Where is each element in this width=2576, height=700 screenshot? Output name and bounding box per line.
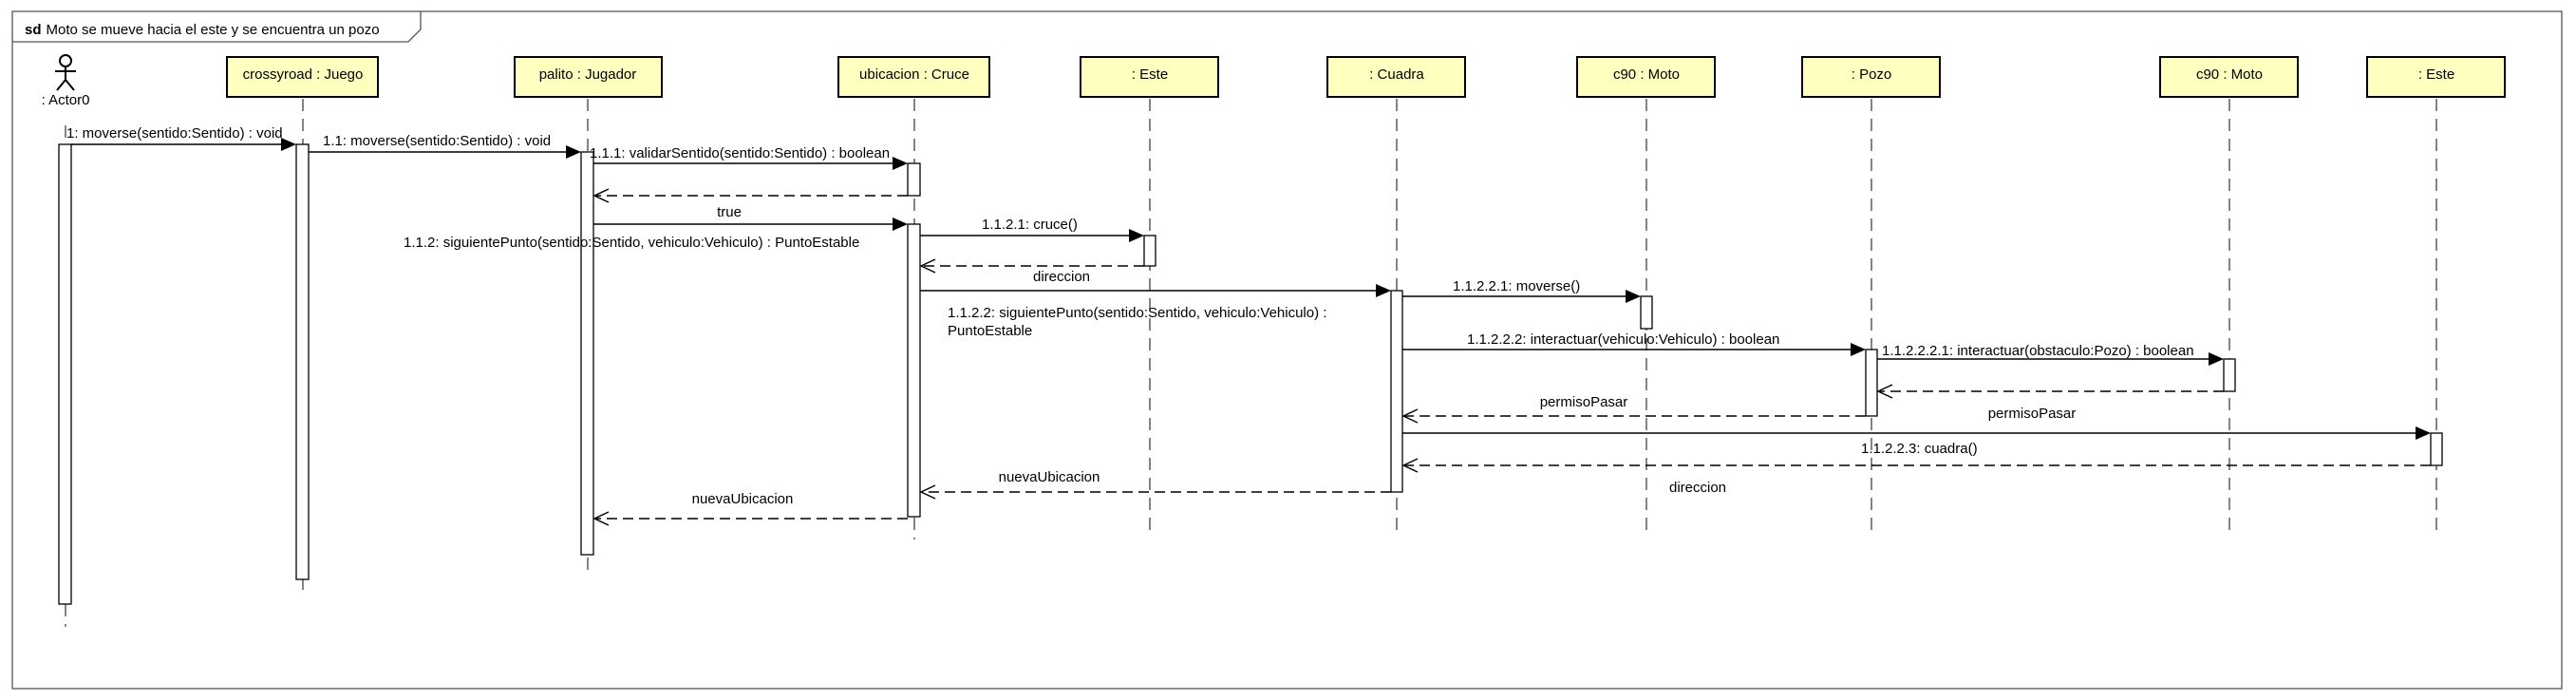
- participant-heads: : Actor0 crossyroad : Juego palito : Jug…: [42, 54, 2506, 108]
- participant-palito: [514, 56, 663, 98]
- arrowhead-6: [1129, 229, 1144, 242]
- arrowhead-1: [281, 138, 296, 151]
- message-label-9: 1.1.2.2.1: moverse(): [1453, 278, 1580, 294]
- return-label-4: true: [717, 204, 742, 220]
- return-arrowhead-15: [1401, 458, 1419, 473]
- participant-moto2-label: c90 : Moto: [2196, 66, 2263, 83]
- actor-figure-icon: [55, 54, 76, 91]
- return-arrowhead-4: [592, 188, 610, 203]
- messages: 1: moverse(sentido:Sentido) : void 1.1: …: [66, 125, 2431, 526]
- return-label-17: nuevaUbicacion: [692, 491, 794, 507]
- activation-crossyroad: [295, 143, 310, 580]
- participant-este1: [1080, 56, 1219, 98]
- message-label-6: 1.1.2.1: cruce(): [982, 217, 1078, 233]
- activation-este2: [2430, 432, 2443, 466]
- message-label-14: 1.1.2.2.3: cuadra(): [1861, 441, 1978, 457]
- participant-cuadra: [1326, 56, 1466, 98]
- return-arrowhead-13: [1401, 408, 1419, 424]
- diagram-frame: [11, 10, 2563, 690]
- arrowhead-5: [893, 218, 908, 231]
- actor0-label: : Actor0: [42, 92, 90, 108]
- arrowhead-14: [2416, 426, 2431, 440]
- participant-este2: [2366, 56, 2506, 98]
- participant-ubicacion: [837, 56, 990, 98]
- frame-title-text: Moto se mueve hacia el este y se encuent…: [47, 22, 380, 38]
- participant-moto2: [2159, 56, 2299, 98]
- activation-palito: [580, 151, 594, 556]
- activation-bars: [58, 143, 2443, 605]
- frame-keyword: sd: [25, 22, 42, 38]
- activation-moto1: [1640, 295, 1653, 330]
- activation-cuadra: [1390, 290, 1403, 493]
- participant-pozo-label: : Pozo: [1852, 66, 1892, 83]
- activation-actor0: [58, 143, 72, 605]
- message-label-5: 1.1.2: siguientePunto(sentido:Sentido, v…: [404, 235, 859, 251]
- arrowhead-2: [566, 145, 581, 159]
- frame-title-tab: [12, 11, 422, 43]
- participant-este1-label: : Este: [1132, 66, 1168, 83]
- activation-ubicacion-siguiente: [907, 223, 921, 518]
- return-label-15: direccion: [1669, 480, 1726, 496]
- activation-moto2: [2223, 358, 2236, 392]
- message-label-11: 1.1.2.2.2.1: interactuar(obstaculo:Pozo)…: [1882, 343, 2194, 359]
- return-label-7: direccion: [1033, 269, 1090, 285]
- message-label-2: 1.1: moverse(sentido:Sentido) : void: [323, 133, 551, 149]
- return-label-12: permisoPasar: [1988, 406, 2077, 422]
- participant-moto1: [1576, 56, 1716, 98]
- arrowhead-3: [893, 157, 908, 170]
- participant-crossyroad-label: crossyroad : Juego: [243, 66, 364, 83]
- activation-este1: [1143, 235, 1156, 267]
- message-label-10: 1.1.2.2.2: interactuar(vehiculo:Vehiculo…: [1467, 331, 1779, 348]
- return-arrowhead-16: [919, 484, 936, 500]
- participant-crossyroad: [226, 56, 379, 98]
- message-label-8-line2: PuntoEstable: [948, 323, 1032, 339]
- participant-moto1-label: c90 : Moto: [1613, 66, 1680, 83]
- arrowhead-11: [2209, 352, 2224, 366]
- activation-ubicacion-validar: [907, 162, 921, 197]
- return-arrowhead-12: [1876, 384, 1893, 399]
- arrowhead-9: [1626, 290, 1641, 303]
- message-label-3: 1.1.1: validarSentido(sentido:Sentido) :…: [590, 145, 890, 161]
- return-label-16: nuevaUbicacion: [999, 469, 1100, 485]
- lifelines: [65, 99, 2437, 627]
- message-label-8: 1.1.2.2: siguientePunto(sentido:Sentido,…: [948, 305, 1326, 321]
- arrowhead-10: [1851, 343, 1866, 356]
- message-label-1: 1: moverse(sentido:Sentido) : void: [66, 125, 283, 142]
- arrowhead-8: [1376, 284, 1391, 297]
- participant-cuadra-label: : Cuadra: [1369, 66, 1424, 83]
- return-arrowhead-7: [919, 258, 936, 274]
- participant-pozo: [1801, 56, 1941, 98]
- return-label-13: permisoPasar: [1540, 394, 1628, 410]
- participant-este2-label: : Este: [2418, 66, 2454, 83]
- activation-pozo: [1865, 349, 1878, 417]
- participant-ubicacion-label: ubicacion : Cruce: [859, 66, 969, 83]
- frame-title: sd Moto se mueve hacia el este y se encue…: [25, 22, 380, 38]
- participant-palito-label: palito : Jugador: [539, 66, 637, 83]
- return-arrowhead-17: [592, 511, 610, 526]
